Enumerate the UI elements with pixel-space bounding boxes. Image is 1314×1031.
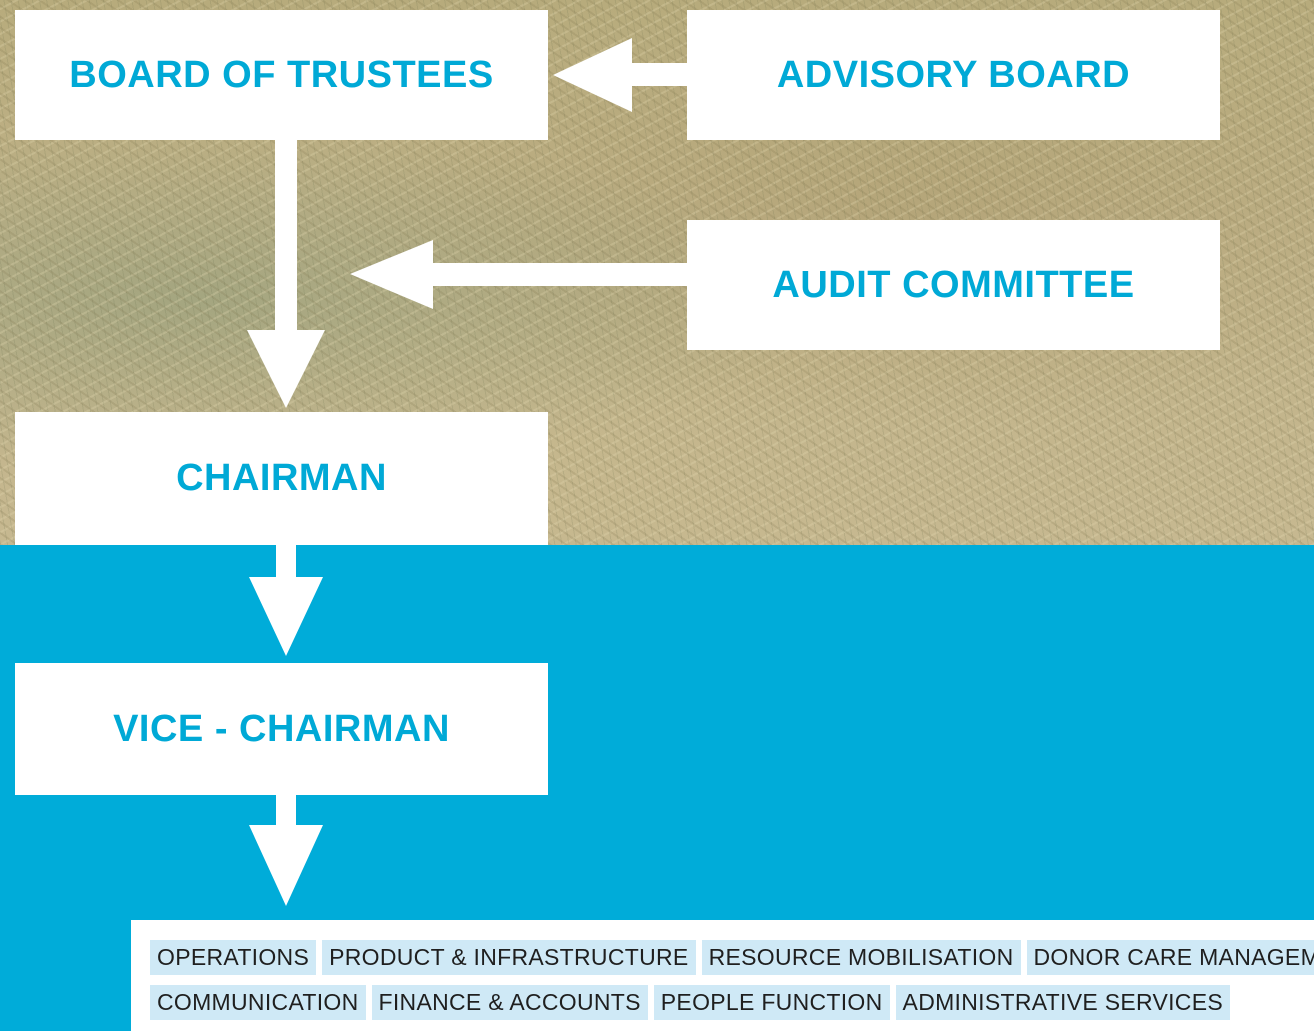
department-people-function: PEOPLE FUNCTION [653,985,890,1020]
department-product-infrastructure: PRODUCT & INFRASTRUCTURE [322,940,696,975]
arrow-chairman-to-vice [249,545,323,656]
advisory-board-label: ADVISORY BOARD [776,53,1131,96]
vice-chairman-label: VICE - CHAIRMAN [113,707,450,750]
vice-chairman-box: VICE - CHAIRMAN [15,663,548,795]
departments-panel: OPERATIONS PRODUCT & INFRASTRUCTURE RESO… [131,920,1314,1031]
arrow-vice-to-departments [249,795,323,906]
department-communication: COMMUNICATION [150,985,366,1020]
departments-row-2: COMMUNICATION FINANCE & ACCOUNTS PEOPLE … [150,985,1230,1020]
department-administrative-services: ADMINISTRATIVE SERVICES [895,985,1230,1020]
board-of-trustees-label: BOARD OF TRUSTEES [69,53,494,96]
audit-committee-box: AUDIT COMMITTEE [687,220,1220,350]
arrow-audit-to-line [350,240,687,309]
audit-committee-label: AUDIT COMMITTEE [772,263,1135,306]
department-donor-care-management: DONOR CARE MANAGEMENT [1026,940,1314,975]
departments-row-1: OPERATIONS PRODUCT & INFRASTRUCTURE RESO… [150,940,1314,975]
department-finance-accounts: FINANCE & ACCOUNTS [371,985,648,1020]
chairman-label: CHAIRMAN [176,457,387,499]
department-operations: OPERATIONS [150,940,317,975]
department-resource-mobilisation: RESOURCE MOBILISATION [701,940,1021,975]
arrow-board-to-chairman [247,140,325,408]
arrow-advisory-to-board [553,38,687,112]
board-of-trustees-box: BOARD OF TRUSTEES [15,10,548,140]
advisory-board-box: ADVISORY BOARD [687,10,1220,140]
chairman-box: CHAIRMAN [15,412,548,545]
